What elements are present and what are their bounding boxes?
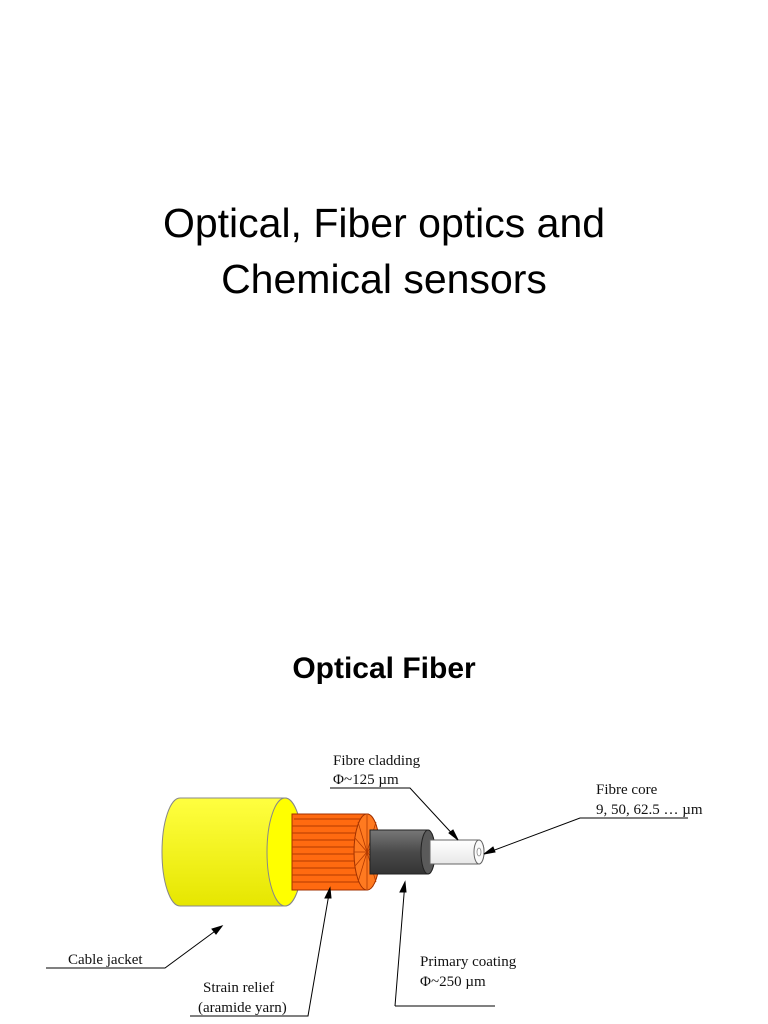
strain-relief-shape: [291, 813, 381, 891]
label-aramide-yarn: (aramide yarn): [198, 1000, 287, 1016]
label-coating-diameter: Φ~250 µm: [420, 974, 486, 990]
fiber-cable-diagram: Fibre cladding Φ~125 µm Fibre core 9, 50…: [46, 753, 703, 1017]
label-core-diameters: 9, 50, 62.5 … µm: [596, 802, 703, 818]
cable-jacket-shape: [161, 797, 304, 907]
primary-coating-shape: [369, 829, 436, 875]
label-primary-coating: Primary coating: [420, 954, 517, 970]
leader-lines: [46, 787, 688, 1017]
title-line-2: Chemical sensors: [221, 256, 547, 302]
slide-title: Optical, Fiber optics and Chemical senso…: [0, 195, 768, 307]
label-cable-jacket: Cable jacket: [68, 952, 143, 968]
title-line-1: Optical, Fiber optics and: [162, 200, 606, 246]
label-fibre-core: Fibre core: [596, 782, 658, 798]
label-strain-relief: Strain relief: [203, 980, 274, 996]
fibre-cladding-shape: [429, 839, 485, 865]
title-slide: Optical, Fiber optics and Chemical senso…: [0, 195, 768, 307]
label-fibre-cladding: Fibre cladding: [333, 753, 421, 769]
optical-fiber-slide: Optical Fiber: [0, 512, 768, 1024]
label-cladding-diameter: Φ~125 µm: [333, 772, 399, 788]
slide-heading: Optical Fiber: [292, 652, 476, 685]
